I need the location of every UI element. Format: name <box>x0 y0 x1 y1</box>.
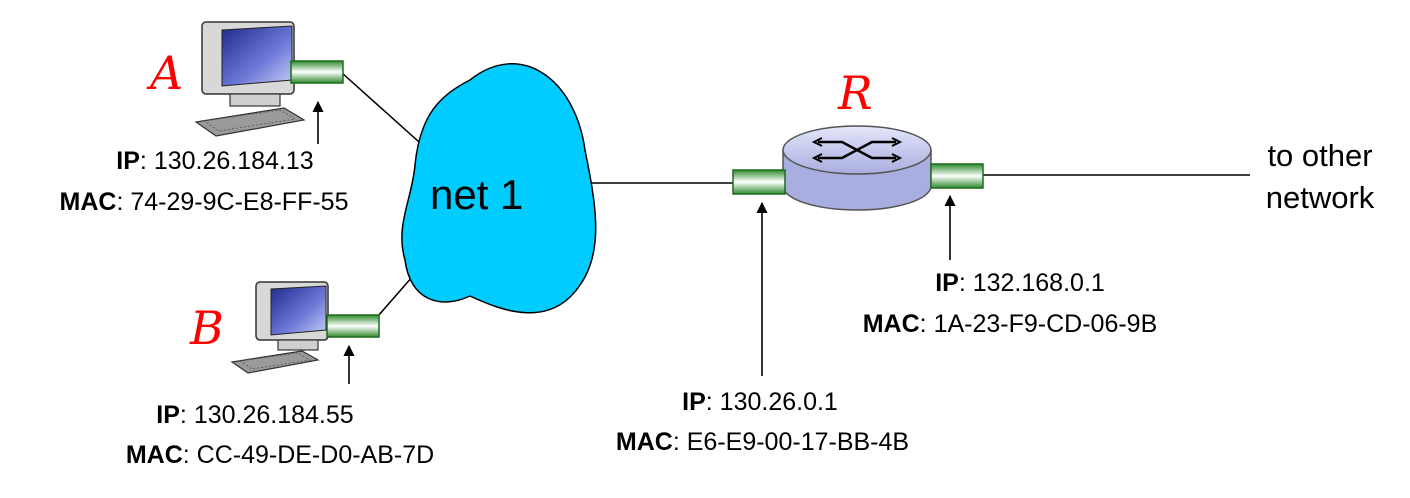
nic-router-right <box>930 163 984 189</box>
host-a-mac: MAC: 74-29-9C-E8-FF-55 <box>59 188 349 216</box>
host-a-letter: A <box>150 46 184 100</box>
link-a-to-net <box>341 72 429 151</box>
router-letter: R <box>838 66 873 120</box>
router-right-ip: IP: 132.168.0.1 <box>935 269 1105 297</box>
desktop-computer-icon <box>230 281 329 374</box>
nic-a <box>290 60 344 84</box>
host-a-ip: IP: 130.26.184.13 <box>116 147 314 175</box>
network-label: net 1 <box>430 171 524 218</box>
desktop-computer-icon <box>194 21 306 137</box>
nic-b <box>326 314 380 338</box>
router-icon <box>782 125 932 211</box>
host-b-ip: IP: 130.26.184.55 <box>156 401 354 429</box>
external-network-label-line1: to other <box>1267 138 1373 173</box>
host-b-letter: B <box>190 301 224 355</box>
nic-router-left <box>732 169 786 195</box>
net-cloud-shape <box>401 63 597 314</box>
host-b-mac: MAC: CC-49-DE-D0-AB-7D <box>125 441 435 469</box>
router-left-ip: IP: 130.26.0.1 <box>682 388 838 416</box>
router-right-mac: MAC: 1A-23-F9-CD-06-9B <box>862 310 1158 338</box>
external-network-label-line2: network <box>1265 180 1375 215</box>
router-left-mac: MAC: E6-E9-00-17-BB-4B <box>615 428 910 456</box>
